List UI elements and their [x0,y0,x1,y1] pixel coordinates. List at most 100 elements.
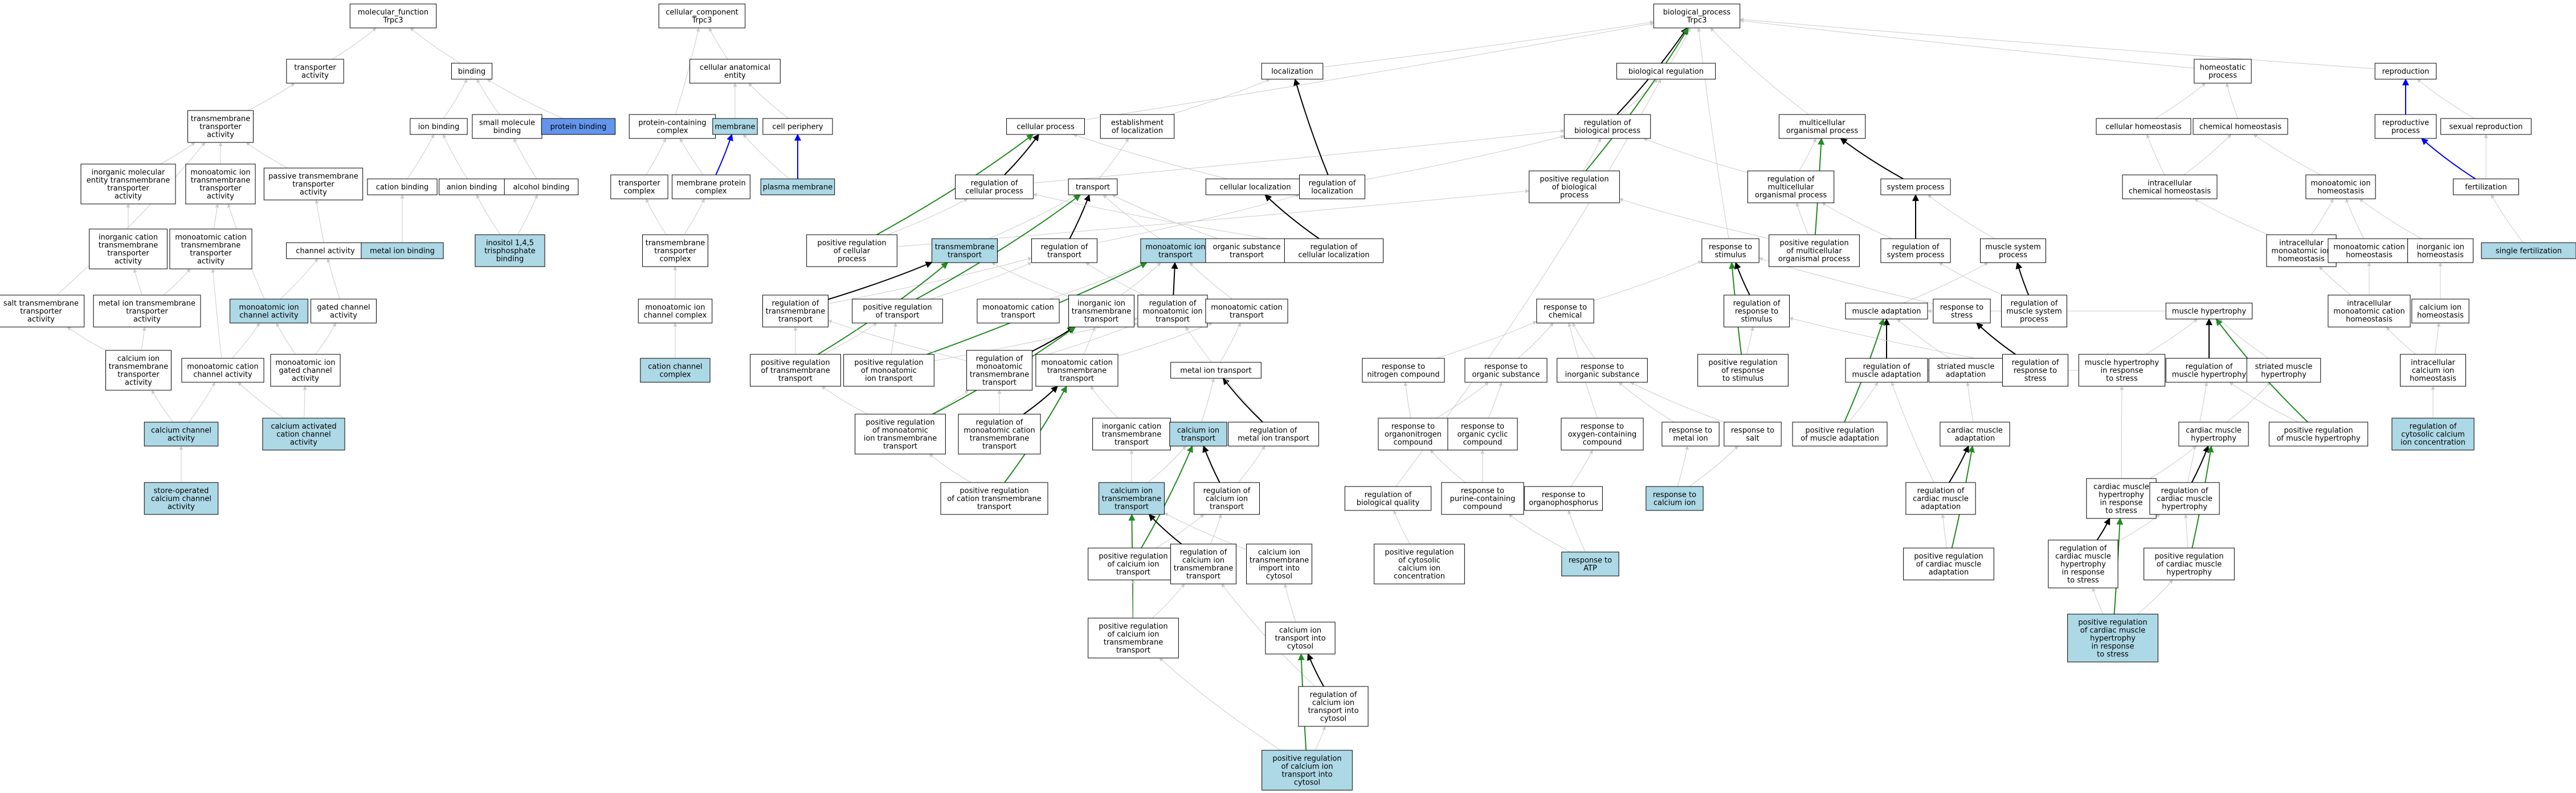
go-relation-edge [1049,262,1145,300]
go-term-box [263,167,364,201]
go-term-box [1536,299,1594,324]
go-relation-edge [1949,445,1969,483]
go-relation-edge [2491,194,2524,243]
go-term-box [185,163,256,205]
go-relation-edge [930,262,1032,300]
go-term-box [2002,354,2068,387]
go-term-box [2328,295,2411,328]
go-term-box [410,118,468,135]
go-term-box [2246,358,2321,383]
go-term-box [1697,354,1789,387]
go-relation-edge [443,134,468,179]
go-term-box [1769,234,1860,267]
go-term-box [1265,622,1336,655]
go-term-node: reproduction [2374,63,2437,80]
go-relation-edge [1630,382,1725,423]
go-term-box [367,178,438,195]
go-term-box [2144,547,2235,581]
go-relation-edge [1148,514,1182,545]
go-relation-edge [189,382,215,423]
go-term-box [475,234,545,267]
go-term-node: muscle hypertrophy [2165,303,2253,320]
go-relation-edge [715,133,733,175]
go-relation-edge [1710,27,1809,115]
go-relation-edge [1938,262,2003,296]
go-relation-edge [684,198,705,235]
go-term-box [1099,482,1165,515]
go-relation-edge [2183,134,2232,175]
go-relation-edge [1689,445,1739,487]
go-term-box [169,228,252,269]
go-term-box [1905,482,1976,515]
go-term-box [672,174,750,199]
go-term-box [1529,170,1620,203]
go-relation-edge [276,322,296,355]
go-relation-edge [2359,198,2422,239]
go-term-node: protein binding [541,118,616,135]
go-term-box [230,299,308,324]
go-relation-edge [1210,514,1222,545]
go-term-box [2178,422,2249,447]
go-relation-edge [1643,138,1748,173]
go-relation-edge [1740,17,2375,70]
go-relation-edge [1202,445,1220,483]
go-relation-edge [2225,83,2238,119]
go-term-label: sexual reproduction [2449,123,2522,132]
go-term-box [855,414,946,455]
go-relation-edge [1795,202,1809,235]
go-relation-edge [929,453,971,483]
go-relation-edge [2191,445,2210,483]
go-term-box [80,163,176,205]
go-term-box [270,354,341,387]
go-relation-edge [1848,382,1879,423]
go-relation-edge [211,268,222,359]
go-relation-edge [238,382,284,419]
go-term-label: muscle hypertrophy [2172,308,2247,316]
